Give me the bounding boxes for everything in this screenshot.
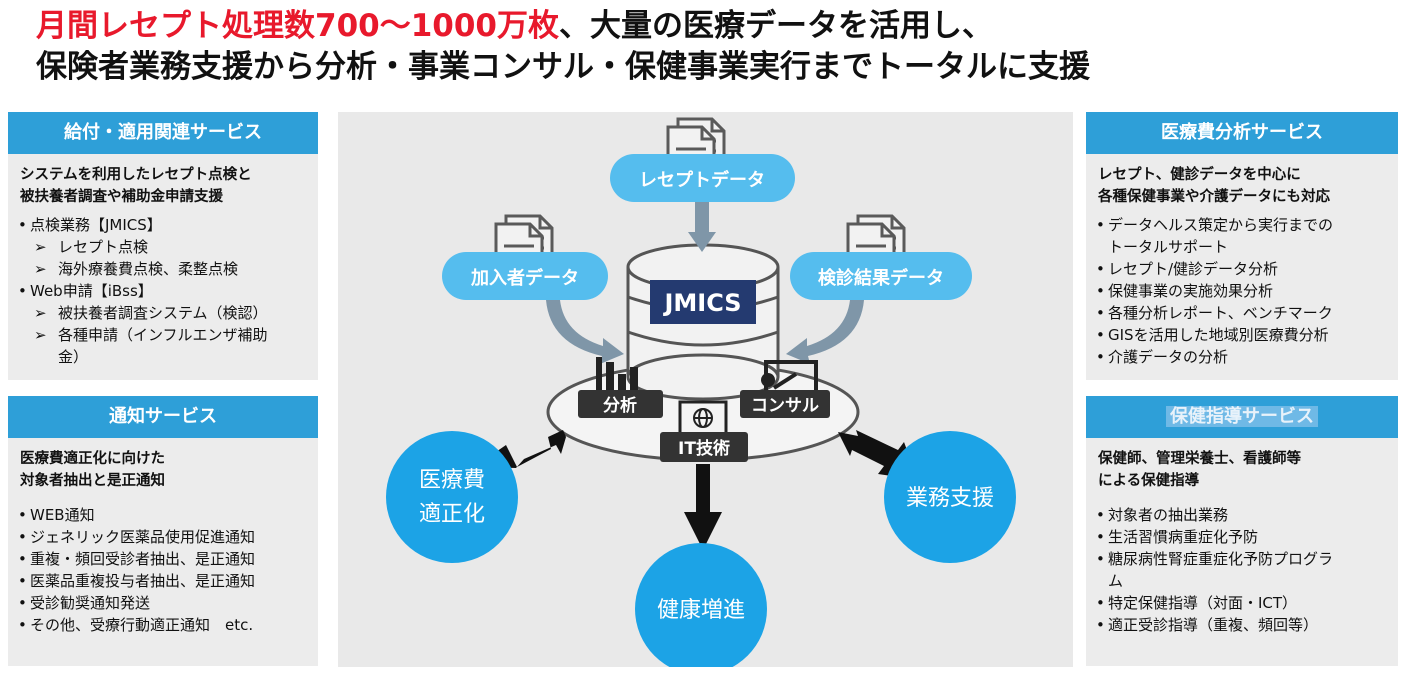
lead-line: 医療費適正化に向けた xyxy=(20,451,165,467)
consult-chip xyxy=(740,390,830,418)
list-subitem-continuation: 金） xyxy=(58,348,89,366)
presentation-icon xyxy=(761,360,818,398)
service-list: データヘルス策定から実行までの トータルサポート レセプト/健診データ分析 保健… xyxy=(1086,214,1398,368)
input-arrows xyxy=(546,202,864,364)
list-item: GISを活用した地域別医療費分析 xyxy=(1096,324,1390,346)
lead-line: 被扶養者調査や補助金申請支援 xyxy=(20,189,223,205)
checkup-data-bubble xyxy=(790,252,972,300)
lead-line: 保健師、管理栄養士、看護師等 xyxy=(1098,451,1301,467)
list-item: データヘルス策定から実行までの xyxy=(1096,214,1390,236)
medical-cost-label-2: 適正化 xyxy=(419,502,485,527)
member-data-bubble xyxy=(442,252,608,300)
list-subitem: 被扶養者調査システム（検認） xyxy=(18,302,310,324)
panel-cost-analysis-services: 医療費分析サービス レセプト、健診データを中心に 各種保健事業や介護データにも対… xyxy=(1086,112,1398,380)
it-label: IT技術 xyxy=(678,438,730,459)
health-promotion-circle xyxy=(635,543,767,667)
medical-cost-circle xyxy=(386,431,518,563)
list-item: 医薬品重複投与者抽出、是正通知 xyxy=(18,570,310,592)
panel-health-guidance-services: 保健指導サービス 保健師、管理栄養士、看護師等 による保健指導 対象者の抽出業務… xyxy=(1086,396,1398,666)
panel-title-text: 保健指導サービス xyxy=(1166,406,1318,427)
panel-lead: システムを利用したレセプト点検と 被扶養者調査や補助金申請支援 xyxy=(20,164,308,208)
list-item: Web申請【iBss】 xyxy=(18,280,310,302)
list-item: 保健事業の実施効果分析 xyxy=(1096,280,1390,302)
list-item: WEB通知 xyxy=(18,504,310,526)
list-item: 糖尿病性腎症重症化予防プログラ xyxy=(1096,548,1390,570)
business-support-label: 業務支援 xyxy=(906,486,994,511)
consult-label: コンサル xyxy=(751,396,819,416)
list-item: ジェネリック医薬品使用促進通知 xyxy=(18,526,310,548)
panel-title: 保健指導サービス xyxy=(1086,396,1398,438)
list-item: 受診勧奨通知発送 xyxy=(18,592,310,614)
list-subitem: 海外療養費点検、柔整点検 xyxy=(18,258,310,280)
it-chip xyxy=(660,432,748,462)
health-promotion-label: 健康増進 xyxy=(657,598,745,623)
list-item: 適正受診指導（重複、頻回等） xyxy=(1096,614,1390,636)
panel-lead: 保健師、管理栄養士、看護師等 による保健指導 xyxy=(1098,448,1388,492)
panel-title: 通知サービス xyxy=(8,396,318,438)
list-item: 各種分析レポート、ベンチマーク xyxy=(1096,302,1390,324)
list-item-continuation: トータルサポート xyxy=(1108,238,1229,256)
medical-cost-label-1: 医療費 xyxy=(419,468,485,493)
list-item: レセプト/健診データ分析 xyxy=(1096,258,1390,280)
panel-notification-services: 通知サービス 医療費適正化に向けた 対象者抽出と是正通知 WEB通知 ジェネリッ… xyxy=(8,396,318,666)
list-item: 点検業務【JMICS】 xyxy=(18,214,310,236)
list-subitem: 各種申請（インフルエンザ補助 xyxy=(18,324,310,346)
checkup-data-label: 検診結果データ xyxy=(818,267,944,289)
lead-line: 対象者抽出と是正通知 xyxy=(20,473,165,489)
core-label-box xyxy=(650,280,756,324)
analysis-label: 分析 xyxy=(603,395,637,416)
list-item: 介護データの分析 xyxy=(1096,346,1390,368)
panel-title: 医療費分析サービス xyxy=(1086,112,1398,154)
list-item: 対象者の抽出業務 xyxy=(1096,504,1390,526)
headline-line-1-rest: 、大量の医療データを活用し、 xyxy=(559,8,993,44)
headline-line-1: 月間レセプト処理数700～1000万枚、大量の医療データを活用し、 xyxy=(36,8,993,44)
list-item: その他、受療行動適正通知 etc. xyxy=(18,614,310,636)
lead-line: レセプト、健診データを中心に xyxy=(1098,167,1301,183)
receipt-data-label: レセプトデータ xyxy=(639,169,765,191)
panel-benefit-services: 給付・適用関連サービス システムを利用したレセプト点検と 被扶養者調査や補助金申… xyxy=(8,112,318,380)
service-list: 点検業務【JMICS】 レセプト点検 海外療養費点検、柔整点検 Web申請【iB… xyxy=(8,214,318,368)
headline-highlight: 月間レセプト処理数700～1000万枚 xyxy=(36,8,559,44)
panel-lead: 医療費適正化に向けた 対象者抽出と是正通知 xyxy=(20,448,308,492)
analysis-chip xyxy=(578,390,663,418)
laptop-globe-icon xyxy=(678,400,728,436)
lead-line: 各種保健事業や介護データにも対応 xyxy=(1098,189,1330,205)
service-list: WEB通知 ジェネリック医薬品使用促進通知 重複・頻回受診者抽出、是正通知 医薬… xyxy=(8,504,318,636)
receipt-data-bubble xyxy=(610,154,795,202)
headline-line-2: 保険者業務支援から分析・事業コンサル・保健事業実行までトータルに支援 xyxy=(36,49,1090,85)
list-subitem: レセプト点検 xyxy=(18,236,310,258)
list-item-continuation: ム xyxy=(1108,572,1124,590)
panel-lead: レセプト、健診データを中心に 各種保健事業や介護データにも対応 xyxy=(1098,164,1388,208)
diagram-canvas: JMICS レセプトデータ 加入者データ 検診結果データ 分析 xyxy=(386,112,1016,667)
service-list: 対象者の抽出業務 生活習慣病重症化予防 糖尿病性腎症重症化予防プログラ ム 特定… xyxy=(1086,504,1398,636)
panel-title: 給付・適用関連サービス xyxy=(8,112,318,154)
jmics-diagram: JMICS レセプトデータ 加入者データ 検診結果データ 分析 xyxy=(338,112,1073,667)
core-label: JMICS xyxy=(662,289,741,317)
lead-line: システムを利用したレセプト点検と xyxy=(20,167,252,183)
member-data-label: 加入者データ xyxy=(470,267,579,289)
business-support-circle xyxy=(884,431,1016,563)
lead-line: による保健指導 xyxy=(1098,473,1200,489)
list-item: 重複・頻回受診者抽出、是正通知 xyxy=(18,548,310,570)
list-item: 特定保健指導（対面・ICT） xyxy=(1096,592,1390,614)
list-item: 生活習慣病重症化予防 xyxy=(1096,526,1390,548)
